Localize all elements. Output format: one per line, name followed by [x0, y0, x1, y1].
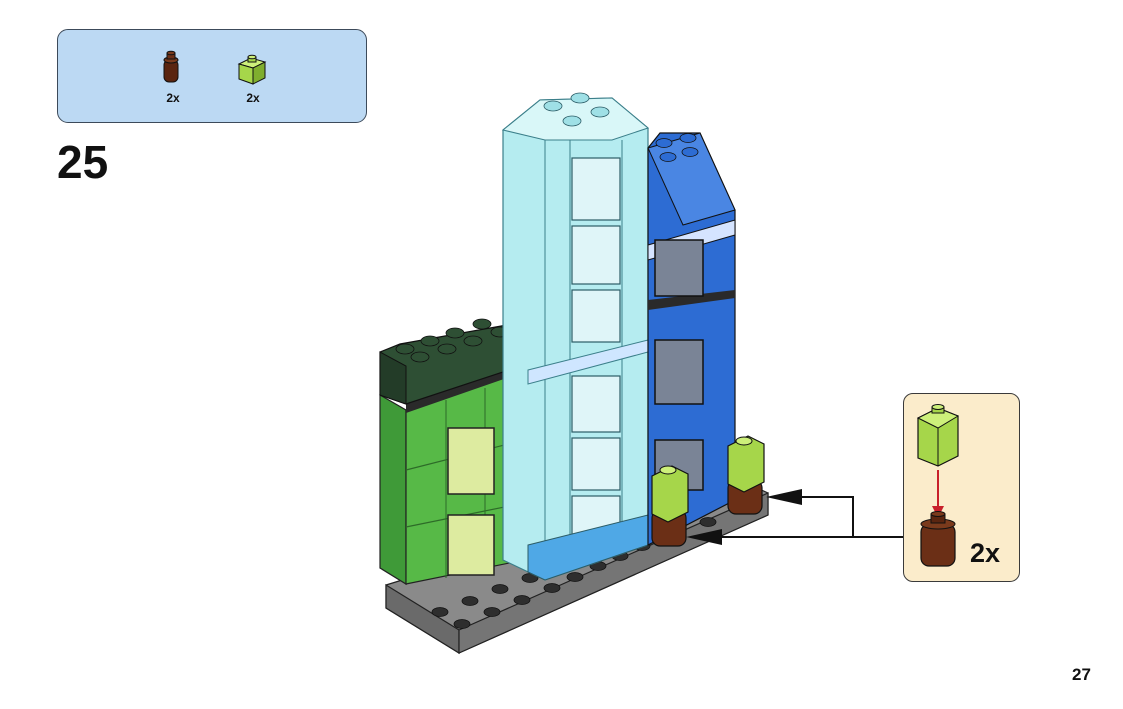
- arrowhead-upper: [766, 489, 802, 505]
- subassembly-illustration: [904, 394, 1021, 583]
- callout-quantity: 2x: [970, 538, 1000, 569]
- trans-blue-tower: [503, 93, 648, 580]
- new-parts-right: [728, 436, 764, 514]
- subassembly-callout: 2x: [903, 393, 1020, 582]
- new-parts-left: [652, 466, 688, 546]
- page-number: 27: [1072, 665, 1091, 685]
